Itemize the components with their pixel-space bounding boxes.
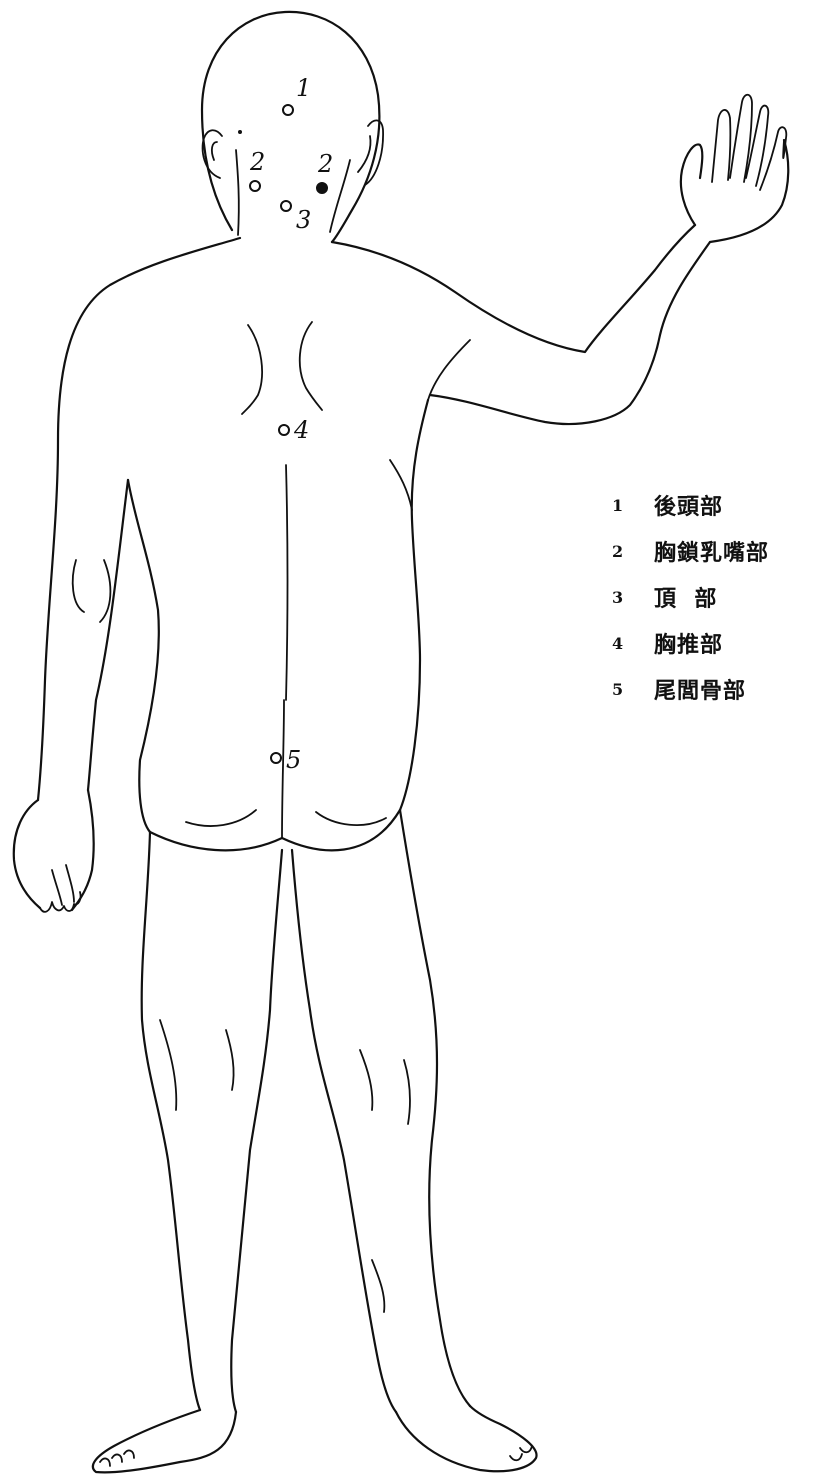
left-elbow-muscle — [71, 559, 85, 613]
marker-2-left-circle — [249, 180, 261, 192]
legend-number: 4 — [612, 633, 624, 653]
torso-right-side — [398, 398, 430, 812]
neck-left — [235, 149, 240, 236]
right-ear — [364, 119, 384, 186]
marker-4-label: 4 — [293, 416, 309, 444]
left-arm-inner — [86, 478, 130, 792]
legend-number: 5 — [612, 679, 624, 699]
legend-label: 頂 部 — [654, 587, 718, 612]
buttocks-outline — [148, 808, 402, 852]
legend: 1 後頭部 2 胸鎖乳嘴部 3 頂 部 4 胸推部 5 尾閭骨部 — [612, 482, 822, 712]
legend-label: 胸推部 — [654, 633, 724, 658]
small-dot — [238, 130, 242, 134]
legend-item: 3 頂 部 — [612, 574, 822, 620]
right-armpit — [427, 339, 471, 401]
right-scapula — [298, 321, 323, 411]
left-knee — [159, 1019, 235, 1111]
left-ear-inner — [210, 141, 218, 161]
left-scapula — [241, 324, 263, 415]
legend-item: 4 胸推部 — [612, 620, 822, 666]
right-arm-lower-edge — [428, 240, 712, 426]
left-gluteal-fold — [185, 809, 257, 827]
marker-5-label: 5 — [286, 746, 301, 774]
left-fingers — [39, 864, 82, 913]
legend-number: 2 — [612, 541, 624, 561]
right-gluteal-fold — [315, 811, 387, 826]
torso-left-side — [126, 478, 160, 834]
right-hand — [679, 138, 790, 244]
spine-line — [285, 464, 289, 701]
marker-4-circle — [278, 424, 290, 436]
left-elbow-muscle-2 — [99, 559, 112, 623]
neck-right — [329, 159, 351, 233]
left-ear — [201, 129, 223, 179]
legend-number: 1 — [612, 495, 624, 515]
left-leg-outer — [140, 830, 202, 1412]
gluteal-cleft — [281, 699, 285, 839]
marker-2-right-label: 2 — [317, 150, 333, 178]
marker-3-label: 3 — [296, 206, 311, 234]
marker-2-right-circle — [316, 182, 328, 194]
right-foot — [394, 1404, 538, 1473]
left-hand — [12, 788, 95, 912]
marker-1-label: 1 — [296, 74, 311, 102]
legend-label: 胸鎖乳嘴部 — [654, 541, 770, 566]
marker-3-circle — [280, 200, 292, 212]
right-fingers — [711, 93, 788, 191]
left-foot — [91, 1408, 238, 1474]
marker-2-left-label: 2 — [249, 148, 265, 176]
marker-1-circle — [282, 104, 294, 116]
right-leg-outer — [398, 808, 472, 1408]
left-toes — [99, 1449, 135, 1467]
legend-item: 1 後頭部 — [612, 482, 822, 528]
legend-number: 3 — [612, 587, 624, 607]
legend-label: 尾閭骨部 — [654, 679, 747, 704]
right-shoulder-arm — [330, 223, 697, 354]
right-toes — [509, 1445, 533, 1462]
legend-item: 2 胸鎖乳嘴部 — [612, 528, 822, 574]
right-ear-inner — [357, 135, 372, 173]
legend-label: 後頭部 — [654, 495, 724, 520]
right-knee — [359, 1049, 411, 1125]
right-calf — [371, 1259, 386, 1313]
legend-item: 5 尾閭骨部 — [612, 666, 822, 712]
torso-right-ribs — [389, 459, 413, 511]
head-outline — [200, 10, 381, 244]
right-leg-inner — [290, 848, 398, 1414]
left-leg-inner — [230, 848, 284, 1414]
marker-5-circle — [270, 752, 282, 764]
left-shoulder-arm — [36, 236, 242, 802]
